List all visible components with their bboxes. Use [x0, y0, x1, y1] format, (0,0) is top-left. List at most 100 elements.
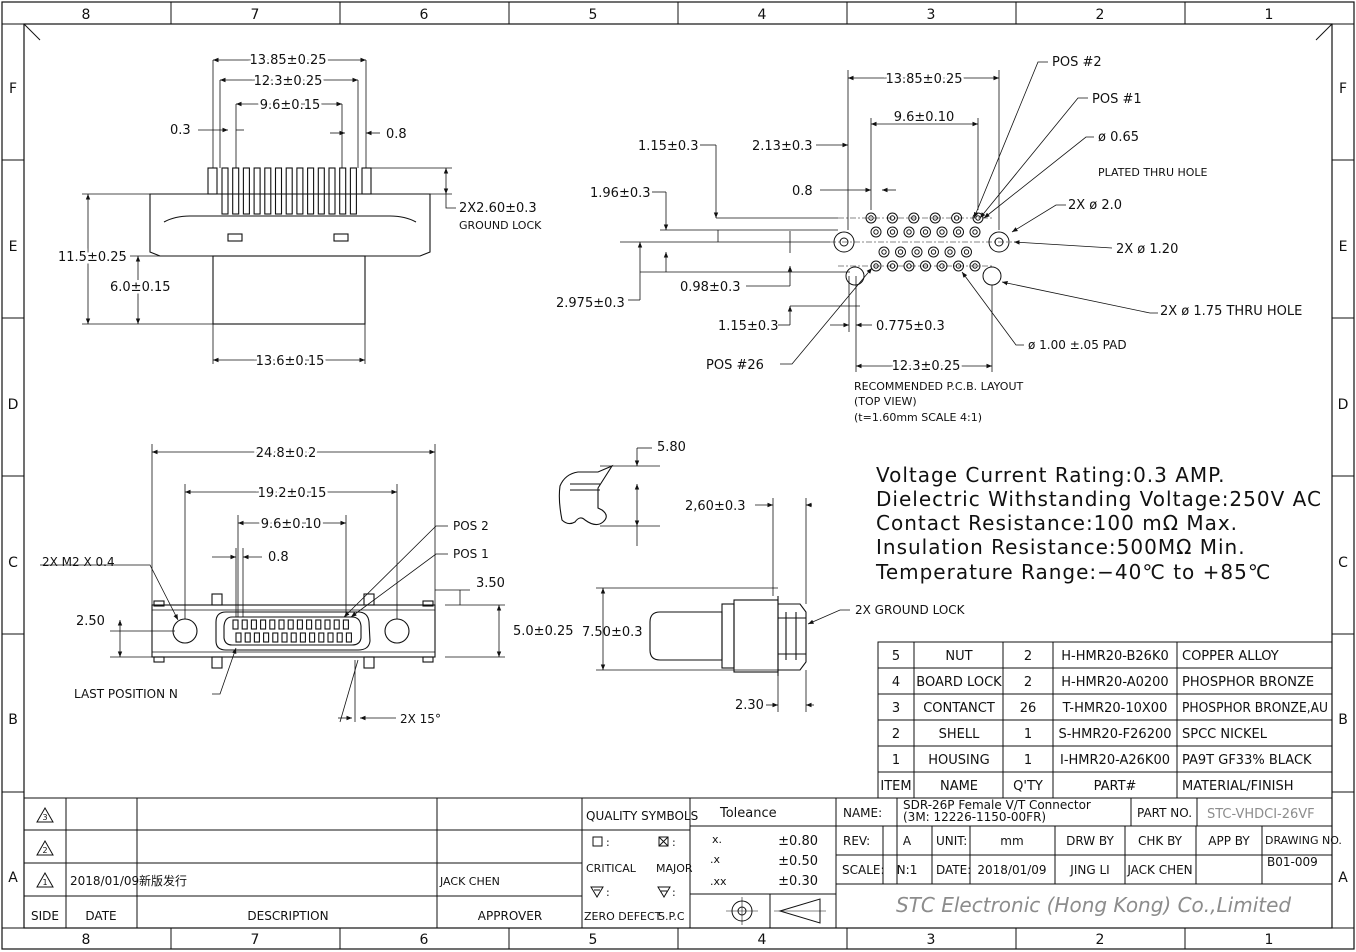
contact-pin: [242, 167, 250, 215]
zone-row-label: C: [1338, 555, 1348, 571]
pcb-hole-bore: [906, 229, 912, 235]
contact-pin: [328, 167, 336, 215]
tolerance-value: ±0.50: [778, 854, 818, 869]
bom-cell: PA9T GF33% BLACK: [1182, 753, 1312, 768]
dim-label: 0.98±0.3: [680, 280, 741, 295]
dim-label: 3.50: [476, 576, 505, 591]
callout-label: POS #2: [1052, 55, 1102, 70]
drawing-no: B01-009: [1267, 855, 1318, 869]
bom-cell: BOARD LOCK: [916, 675, 1002, 690]
bom-header: MATERIAL/FINISH: [1182, 779, 1294, 794]
zone-row-label: A: [1338, 870, 1348, 886]
part-no-label: PART NO.: [1137, 806, 1192, 820]
zone-col-label: 3: [927, 932, 936, 948]
rev-value: A: [903, 834, 912, 848]
dim-label: 0.8: [268, 550, 289, 565]
dim-label: 1.15±0.3: [718, 319, 779, 334]
app-by-label: APP BY: [1208, 834, 1250, 848]
zone-col-label: 2: [1096, 932, 1105, 948]
dim-label: 12.3±0.25: [254, 74, 323, 89]
bom-table: [877, 641, 1333, 799]
revision-description: 新版发行: [139, 873, 187, 888]
bom-cell: 26: [1020, 701, 1037, 716]
zone-col-label: 7: [251, 7, 260, 23]
callout-label: 2X GROUND LOCK: [855, 603, 966, 617]
svg-text::: :: [606, 836, 610, 849]
dim-label: 2.975±0.3: [556, 296, 625, 311]
contact-pin: [285, 167, 293, 215]
pcb-hole-bore: [922, 229, 929, 235]
pcb-hole-bore: [897, 249, 904, 255]
bom-cell: H-HMR20-A0200: [1061, 675, 1168, 690]
contact-pin: [241, 619, 248, 630]
scale-value: N:1: [897, 863, 918, 877]
bom-cell: 4: [892, 675, 900, 690]
revision-triangle-icon: [36, 871, 54, 888]
contact-pin: [296, 619, 303, 630]
contact-pin: [263, 632, 270, 643]
projection-symbol: [726, 897, 826, 925]
zone-col-label: 2: [1096, 7, 1105, 23]
bom-cell: H-HMR20-B26K0: [1061, 649, 1169, 664]
contact-pin: [287, 619, 294, 630]
dim-label: 2X2.60±0.3: [459, 201, 537, 216]
note-label: GROUND LOCK: [459, 219, 542, 232]
spec-line: Contact Resistance:100 mΩ Max.: [876, 511, 1238, 535]
bom-cell: I-HMR20-A26K00: [1060, 753, 1170, 768]
dim-label: 1.96±0.3: [590, 186, 651, 201]
zone-col-label: 4: [758, 7, 767, 23]
dim-label: 12.3±0.25: [892, 359, 961, 374]
contact-pin: [327, 632, 334, 643]
pcb-hole-bore: [955, 229, 962, 235]
pcb-layout-labels: 13.85±0.25 9.6±0.10 1.15±0.3 2.13±0.3 0.…: [556, 55, 1302, 424]
bom-cell: SPCC NICKEL: [1182, 727, 1268, 742]
unit-value: mm: [1000, 834, 1023, 848]
pcb-hole: [936, 226, 948, 238]
callout-label: POS 2: [453, 519, 489, 533]
zone-row-label: B: [8, 712, 18, 728]
zone-row-labels: F E D C B A F E D C B A: [8, 81, 1349, 886]
bom-header: NAME: [940, 779, 978, 794]
spec-line: Voltage Current Rating:0.3 AMP.: [876, 463, 1225, 487]
bom-cell: T-HMR20-10X00: [1062, 701, 1168, 716]
quality-critical: CRITICAL: [586, 862, 637, 875]
zone-row-label: E: [9, 239, 18, 255]
revision-side: 1: [42, 878, 47, 887]
zone-row-label: C: [8, 555, 18, 571]
drw-by-label: DRW BY: [1066, 834, 1114, 848]
bom-cell: HOUSING: [928, 753, 989, 768]
contact-pin: [309, 632, 316, 643]
dim-label: 1.15±0.3: [638, 139, 699, 154]
tolerance-value: ±0.30: [778, 874, 818, 889]
pcb-hole-bore: [972, 229, 978, 235]
date-value: 2018/01/09: [977, 863, 1046, 877]
pcb-hole-bore: [873, 229, 879, 235]
pcb-hole: [920, 226, 931, 238]
svg-text::: :: [606, 886, 610, 899]
top-view: [82, 57, 456, 364]
tolerance-key: .x: [710, 853, 720, 866]
zone-row-label: D: [8, 397, 19, 413]
quality-title: QUALITY SYMBOLS: [586, 809, 698, 823]
zone-col-label: 4: [758, 932, 767, 948]
spc-triangle-icon: [657, 886, 671, 898]
callout-label: LAST POSITION N: [74, 687, 178, 701]
revision-text: 3 2 1 2018/01/09 新版发行 JACK CHEN SIDE DAT…: [31, 813, 542, 923]
bom-cell: 2: [892, 727, 900, 742]
zone-row-label: F: [1339, 81, 1347, 97]
contact-pin: [290, 632, 297, 643]
dim-label: 13.85±0.25: [249, 53, 326, 68]
chk-by: JACK CHEN: [1126, 863, 1192, 877]
dim-label: 19.2±0.15: [258, 486, 327, 501]
pcb-hole: [887, 226, 898, 238]
pcb-hole: [903, 226, 915, 238]
quality-major: MAJOR: [656, 862, 693, 875]
title-block-grid: [24, 797, 1332, 928]
contact-pin: [278, 619, 285, 630]
callout-label: 2X ø 2.0: [1068, 198, 1122, 213]
zone-row-label: B: [1338, 712, 1348, 728]
dim-label: 9.6±0.15: [260, 98, 321, 113]
pcb-layout: [620, 61, 1158, 372]
contact-pin: [324, 619, 331, 630]
bom-header: Q'TY: [1013, 779, 1043, 794]
